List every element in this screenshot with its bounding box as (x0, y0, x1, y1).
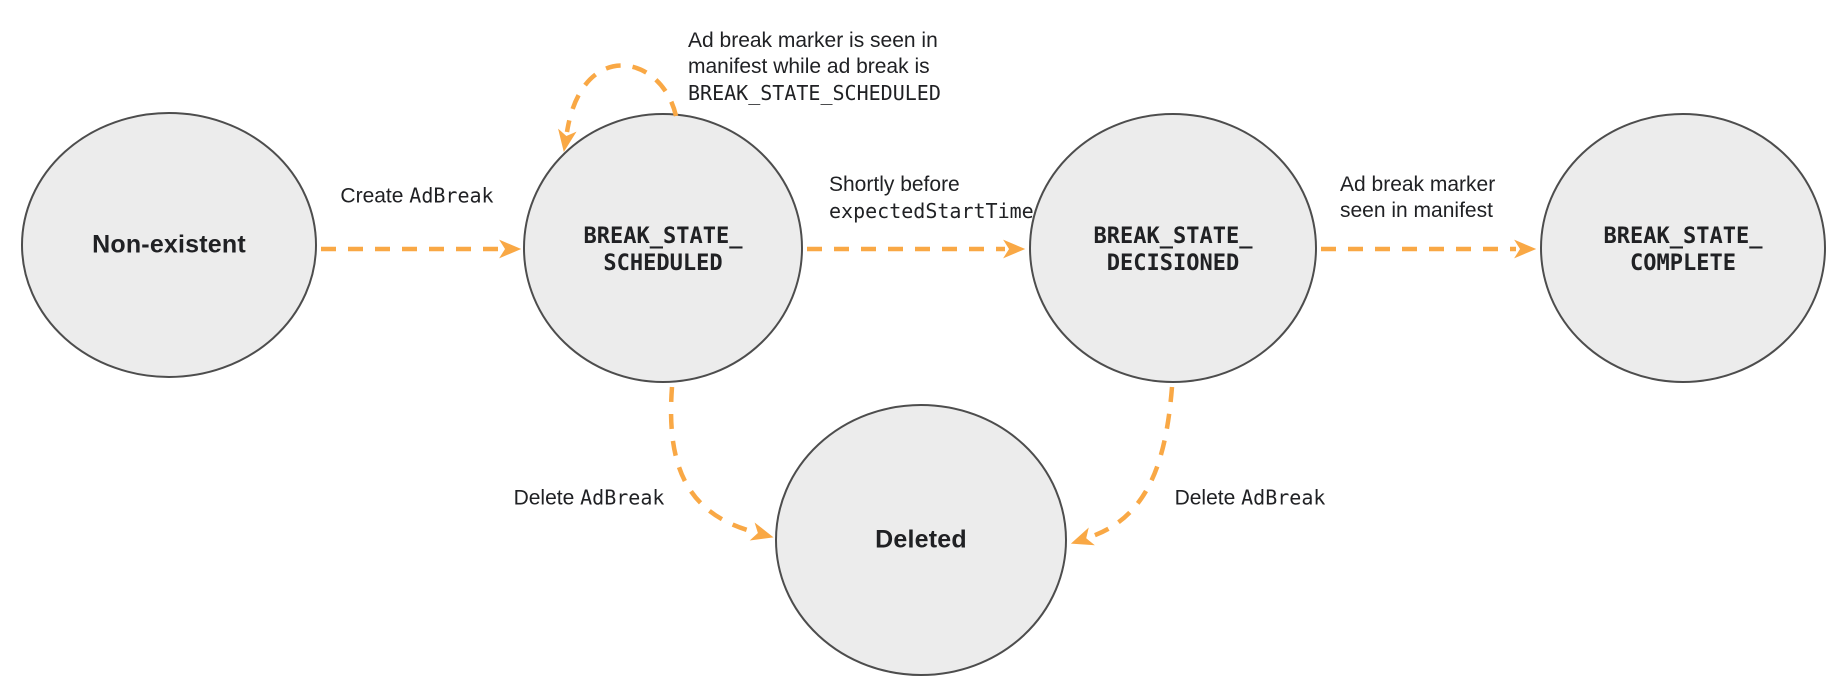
state-name-line: BREAK_STATE_ (1603, 224, 1763, 249)
edge-label-code: AdBreak (580, 485, 665, 510)
state-name-line: BREAK_STATE_ (1093, 224, 1253, 249)
edge-label-line: Ad break marker is seen in (688, 29, 938, 52)
edge-label-self-loop: Ad break marker is seen in manifest whil… (688, 28, 941, 106)
edge-label-text: Delete (513, 486, 575, 510)
edge-delete-from-decisioned (1070, 386, 1175, 546)
edge-label-code: AdBreak (409, 183, 494, 208)
edge-label-code: BREAK_STATE_SCHEDULED (688, 81, 941, 105)
node-break-state-scheduled (523, 113, 803, 383)
edge-label-line: Ad break marker (1340, 173, 1496, 196)
node-deleted (775, 404, 1067, 676)
node-label-break-state-complete: BREAK_STATE_ COMPLETE (1604, 223, 1763, 277)
edge-label-create-adbreak: Create AdBreak (340, 183, 493, 210)
edge-label-line: manifest while ad break is (688, 55, 930, 78)
node-label-break-state-scheduled: BREAK_STATE_ SCHEDULED (584, 223, 743, 277)
state-name-line: COMPLETE (1630, 251, 1736, 276)
edge-delete-from-scheduled (668, 386, 774, 541)
state-name-line: BREAK_STATE_ (583, 224, 743, 249)
state-name-line: DECISIONED (1106, 251, 1240, 276)
edge-label-code: AdBreak (1241, 485, 1326, 510)
node-non-existent (21, 112, 317, 378)
node-label-non-existent: Non-existent (92, 230, 246, 259)
edge-label-shortly-before: Shortly before expectedStartTime (829, 172, 1034, 224)
edge-self-loop-scheduled (558, 63, 679, 152)
node-label-deleted: Deleted (875, 525, 967, 554)
edge-label-text: Delete (1174, 486, 1236, 510)
edge-label-text: Create (340, 184, 404, 208)
edge-label-text: Shortly before (829, 173, 960, 196)
edge-label-delete-right: Delete AdBreak (1175, 485, 1326, 512)
state-name-line: SCHEDULED (603, 251, 723, 276)
node-break-state-decisioned (1029, 113, 1317, 383)
edge-label-marker-seen: Ad break marker seen in manifest (1340, 172, 1495, 224)
node-label-break-state-decisioned: BREAK_STATE_ DECISIONED (1094, 223, 1253, 277)
edge-label-delete-left: Delete AdBreak (514, 485, 665, 512)
node-break-state-complete (1540, 113, 1826, 383)
edge-label-code: expectedStartTime (829, 199, 1034, 223)
edge-label-line: seen in manifest (1340, 199, 1493, 222)
